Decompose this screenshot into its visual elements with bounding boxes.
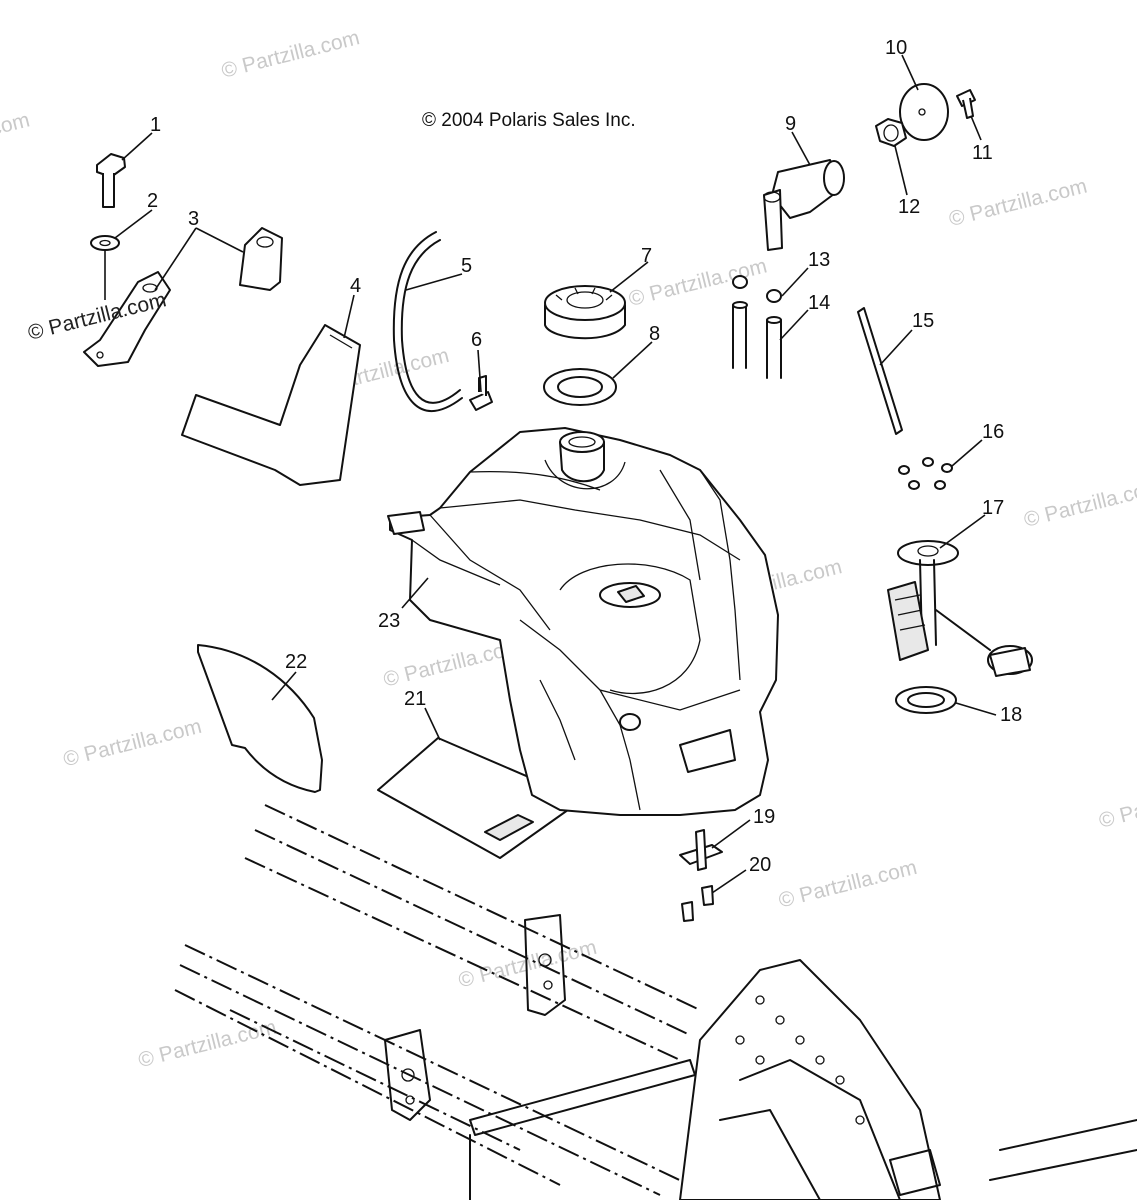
nut-icon — [875, 118, 907, 147]
watermark: © Partzilla.com — [0, 108, 32, 165]
callout-3: 3 — [188, 208, 199, 230]
callout-6: 6 — [471, 329, 482, 351]
callout-16: 16 — [982, 421, 1004, 443]
watermark: © Partzilla.com — [1097, 776, 1137, 833]
plate-icon — [899, 83, 949, 141]
watermark: © Partzilla.com — [776, 856, 919, 913]
screw-icon — [956, 89, 976, 119]
bolt-icon — [681, 885, 714, 922]
callout-20: 20 — [749, 854, 771, 876]
copyright-notice: © 2004 Polaris Sales Inc. — [422, 110, 636, 131]
watermark: © Partzilla.com — [136, 1016, 279, 1073]
watermark: © Partzilla.com — [1022, 475, 1137, 532]
washer-icon — [90, 235, 120, 251]
fuel-cap-icon — [544, 285, 626, 340]
watermark: © Partzilla.com — [219, 26, 362, 83]
callout-15: 15 — [912, 310, 934, 332]
pad-icon — [197, 644, 323, 793]
clamp-icon — [732, 275, 782, 303]
mount-icon — [679, 829, 723, 871]
fuel-tank-icon — [387, 427, 779, 816]
gasket-icon — [895, 686, 957, 714]
callout-8: 8 — [649, 323, 660, 345]
valve-icon — [763, 159, 845, 251]
callout-19: 19 — [753, 806, 775, 828]
callout-1: 1 — [150, 114, 161, 136]
callout-7: 7 — [641, 245, 652, 267]
callout-21: 21 — [404, 688, 426, 710]
callout-18: 18 — [1000, 704, 1022, 726]
pad-icon — [181, 324, 361, 486]
screw-icon — [898, 457, 953, 490]
watermark: © Partzilla.com — [61, 715, 204, 772]
callout-23: 23 — [378, 610, 400, 632]
callout-5: 5 — [461, 255, 472, 277]
rod-icon — [857, 307, 903, 435]
bolt-icon — [96, 153, 126, 208]
callout-17: 17 — [982, 497, 1004, 519]
fuel-pump-icon — [887, 540, 1033, 677]
gasket-icon — [543, 368, 617, 406]
chassis-frame-icon — [174, 804, 1137, 1200]
hose-icon — [392, 231, 463, 412]
callout-14: 14 — [808, 292, 830, 314]
callout-22: 22 — [285, 651, 307, 673]
callout-11: 11 — [972, 142, 993, 164]
watermark: © Partzilla.com — [947, 175, 1090, 232]
hose-icon — [732, 301, 782, 379]
fitting-icon — [469, 375, 493, 411]
callout-4: 4 — [350, 275, 361, 297]
bracket-icon — [83, 227, 283, 367]
callout-12: 12 — [898, 196, 920, 218]
callout-2: 2 — [147, 190, 158, 212]
callout-10: 10 — [885, 37, 907, 59]
callout-13: 13 — [808, 249, 830, 271]
callout-9: 9 — [785, 113, 796, 135]
